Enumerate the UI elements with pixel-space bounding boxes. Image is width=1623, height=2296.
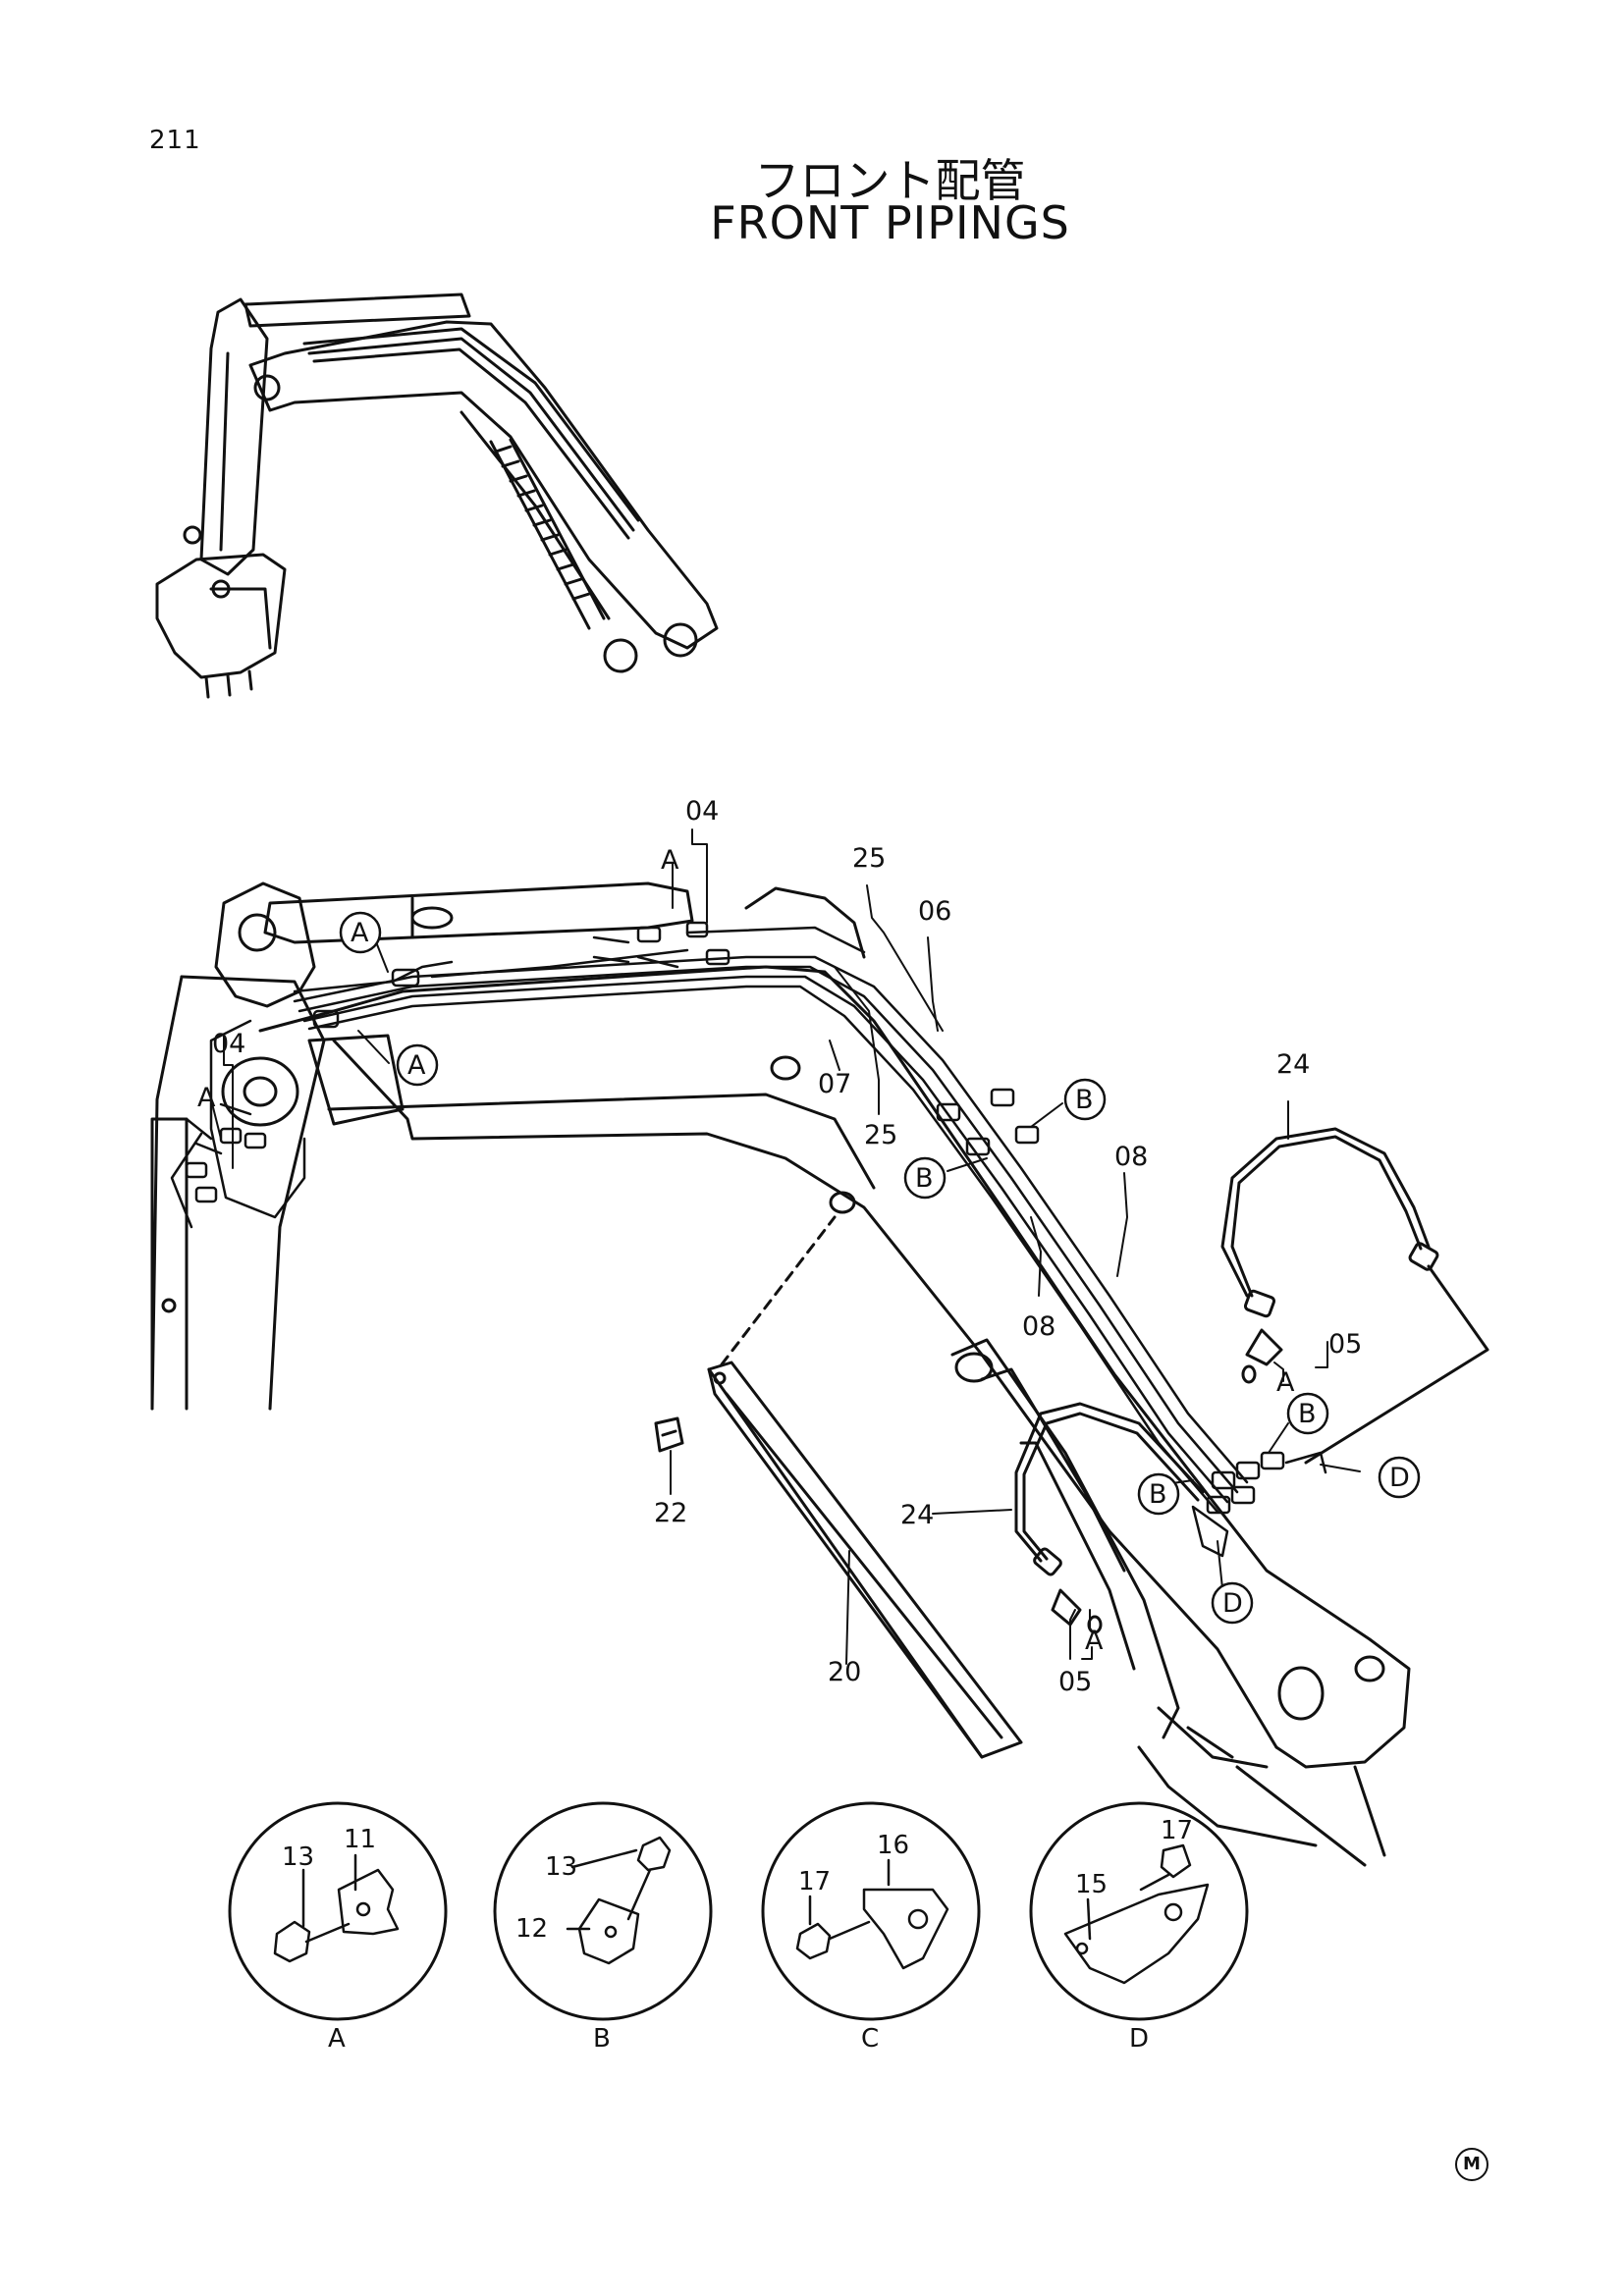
brand-mark: M [1455, 2148, 1488, 2181]
label-a-left: A [197, 1083, 216, 1113]
cover-plate-20 [707, 1215, 1023, 1759]
label-a-lower: A [1085, 1626, 1104, 1656]
hose-bundle [170, 921, 1249, 1514]
detail-circles [228, 1801, 1249, 2021]
label-04-top: 04 [685, 796, 719, 827]
label-circle-b-1: B [1075, 1085, 1094, 1115]
detail-labels: 13 11 A 13 12 B 17 16 C 17 15 D [282, 1816, 1193, 2054]
label-08-lower: 08 [1022, 1311, 1055, 1342]
part-labels: 04 A 25 06 A A 04 A 07 25 B B 08 24 08 0… [197, 796, 1410, 1697]
page-number: 211 [149, 126, 201, 155]
detail-a-letter: A [328, 2024, 346, 2054]
label-circle-b-4: B [1149, 1479, 1167, 1510]
detail-d-part-15: 15 [1075, 1870, 1108, 1899]
hose-24-right [1220, 1127, 1489, 1465]
label-06: 06 [918, 896, 951, 927]
detail-a-parts [273, 1853, 400, 1963]
detail-a-part-11: 11 [344, 1825, 376, 1854]
label-25-top: 25 [852, 843, 886, 874]
label-24-right: 24 [1276, 1049, 1310, 1080]
leader-lines [210, 828, 1361, 1665]
label-04-left: 04 [212, 1029, 245, 1059]
detail-b-part-12: 12 [515, 1914, 548, 1944]
detail-b-parts [566, 1836, 672, 1965]
label-a-top: A [661, 845, 679, 876]
label-circle-a-2: A [407, 1050, 426, 1081]
title-japanese: フロント配管 [754, 154, 1026, 207]
label-07: 07 [818, 1069, 851, 1099]
detail-c-parts [795, 1858, 949, 1970]
label-20: 20 [828, 1657, 861, 1687]
detail-b-letter: B [593, 2024, 611, 2054]
label-circle-d-1: D [1389, 1463, 1410, 1493]
detail-c-letter: C [861, 2024, 879, 2054]
detail-d-letter: D [1129, 2024, 1149, 2054]
label-22: 22 [654, 1498, 687, 1528]
label-25-lower: 25 [864, 1120, 897, 1150]
detail-d-part-17: 17 [1161, 1816, 1193, 1845]
label-a-right: A [1276, 1367, 1295, 1398]
bolt-22 [654, 1416, 684, 1453]
label-24-lower: 24 [900, 1500, 934, 1530]
detail-c-part-16: 16 [877, 1831, 909, 1860]
hose-24-lower [1014, 1402, 1205, 1634]
label-08-upper: 08 [1114, 1142, 1148, 1172]
label-circle-b-2: B [915, 1163, 934, 1194]
label-circle-a-1: A [351, 918, 369, 948]
detail-d-parts [1063, 1843, 1210, 1985]
detail-c-part-17: 17 [798, 1867, 831, 1896]
label-05-lower: 05 [1058, 1667, 1092, 1697]
overview-excavator-front [155, 293, 719, 699]
title-english: FRONT PIPINGS [710, 196, 1070, 249]
label-05-right: 05 [1328, 1329, 1362, 1360]
label-circle-b-3: B [1298, 1399, 1317, 1429]
label-circle-d-2: D [1222, 1588, 1243, 1619]
detail-a-part-13: 13 [282, 1842, 314, 1872]
main-boom-assembly [150, 881, 1411, 1867]
detail-b-part-13: 13 [545, 1852, 577, 1882]
reference-circles [339, 911, 1421, 1625]
